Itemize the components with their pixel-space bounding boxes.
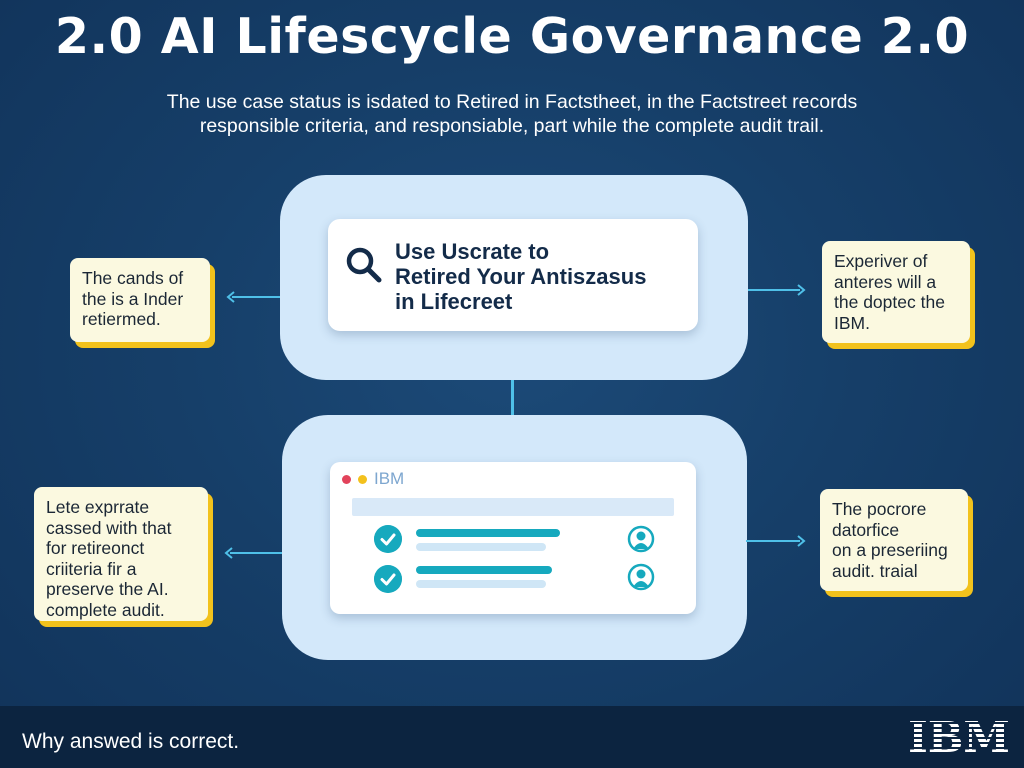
note-bottom-right: The pocrore datorfice on a preseriing au… xyxy=(820,489,968,591)
footer-caption: Why answed is correct. xyxy=(22,730,240,753)
arrow-left-icon xyxy=(226,290,280,304)
arrow-left-icon xyxy=(224,546,282,560)
record-row-bar xyxy=(416,566,552,574)
note-line: preserve the AI. xyxy=(46,579,169,599)
browser-window: IBM xyxy=(330,462,696,614)
arrow-right-icon xyxy=(748,283,806,297)
search-card-line: in Lifecreet xyxy=(395,289,513,314)
note-top-right: Experiver of anteres will a the doptec t… xyxy=(822,241,970,343)
record-row-subbar xyxy=(416,543,546,551)
note-line: audit. traial xyxy=(832,560,918,581)
page-subtitle: The use case status is isdated to Retire… xyxy=(92,90,932,138)
subtitle-line: The use case status is isdated to Retire… xyxy=(166,91,858,113)
note-line: the is a Inder xyxy=(82,288,184,309)
svg-text:IBM: IBM xyxy=(908,714,1010,758)
note-line: retiermed. xyxy=(82,309,161,329)
browser-title: IBM xyxy=(374,469,405,488)
record-row-bar xyxy=(416,529,560,537)
search-card[interactable]: Use Uscrate to Retired Your Antiszasus i… xyxy=(328,219,698,331)
record-row-subbar xyxy=(416,580,546,588)
panel-connector xyxy=(511,380,514,416)
note-bottom-left: Lete exprrate cassed with that for retir… xyxy=(34,487,208,621)
note-line: Lete exprrate xyxy=(46,497,150,517)
note-line: criiteria fir a xyxy=(46,558,137,579)
note-line: the doptec the xyxy=(834,292,945,312)
window-minimize-dot[interactable] xyxy=(358,475,367,484)
search-card-text: Use Uscrate to Retired Your Antiszasus i… xyxy=(395,239,690,314)
note-line: anteres will a xyxy=(834,271,937,292)
arrow-right-icon xyxy=(746,534,806,548)
footer-bar: Why answed is correct. xyxy=(0,706,1024,768)
note-line: datorfice xyxy=(832,519,900,540)
user-icon xyxy=(627,563,655,591)
check-icon xyxy=(374,525,402,553)
note-line: complete audit. xyxy=(46,599,165,620)
page-title: 2.0 AI Lifescycle Governance 2.0 xyxy=(54,8,970,65)
note-line: for retireonct xyxy=(46,538,145,558)
check-icon xyxy=(374,565,402,593)
window-close-dot[interactable] xyxy=(342,475,351,484)
note-line: The cands of xyxy=(82,268,184,288)
note-line: cassed with that xyxy=(46,517,172,538)
search-icon xyxy=(346,247,382,283)
search-card-line: Use Uscrate to xyxy=(395,239,550,264)
search-card-line: Retired Your Antiszasus xyxy=(395,264,647,289)
note-line: on a preseriing xyxy=(832,540,948,560)
note-line: Experiver of xyxy=(834,251,928,271)
address-bar[interactable] xyxy=(352,498,674,516)
ibm-logo: IBM xyxy=(908,714,1010,758)
subtitle-line: responsible criteria, and responsiable, … xyxy=(199,115,825,137)
user-icon xyxy=(627,525,655,553)
note-line: IBM. xyxy=(834,312,870,333)
note-top-left: The cands of the is a Inder retiermed. xyxy=(70,258,210,342)
note-line: The pocrore xyxy=(832,499,927,519)
